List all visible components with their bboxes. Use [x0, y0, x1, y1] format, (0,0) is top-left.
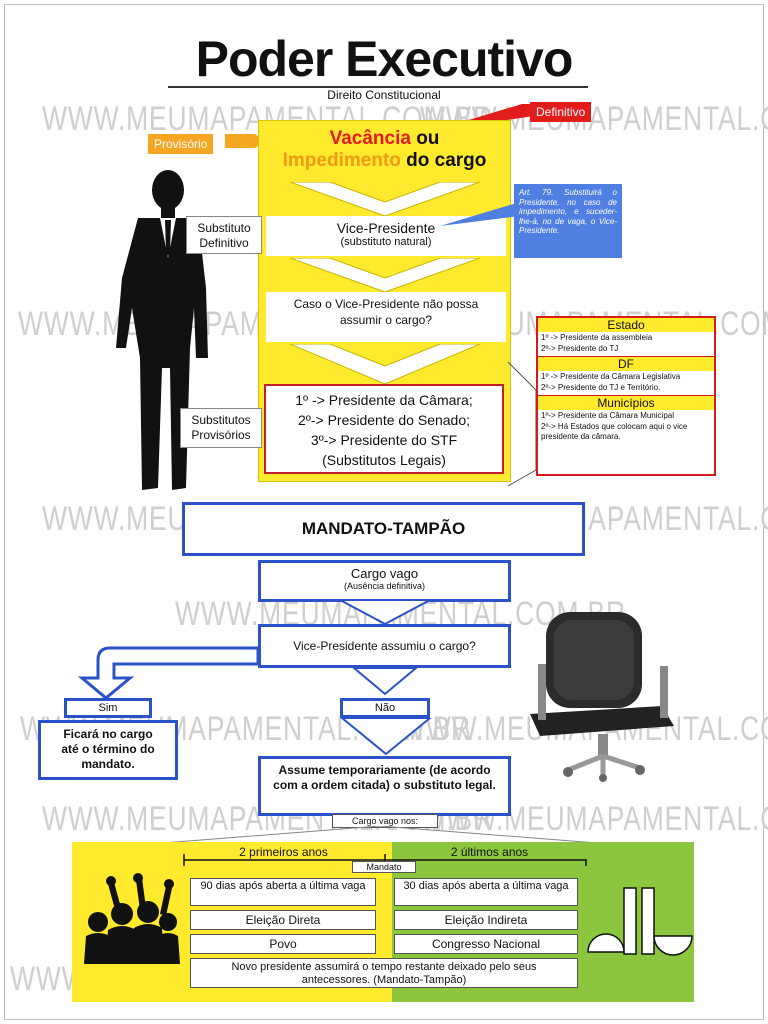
down-chevron-icon	[290, 258, 480, 292]
substitute-line-3: 3º-> Presidente do STF	[310, 432, 458, 448]
substitutos-provisorios-label: Substitutos Provisórios	[180, 408, 262, 448]
down-arrow-icon	[339, 600, 431, 626]
art79-note: Art. 79. Substituirá o Presidente, no ca…	[514, 184, 622, 258]
office-chair-icon	[530, 612, 674, 782]
protest-people-icon	[84, 873, 180, 964]
df-title: DF	[538, 356, 714, 371]
df-line-1: 1º -> Presidente da Câmara Legislativa	[541, 372, 681, 381]
substitute-line-4: (Substitutos Legais)	[322, 452, 446, 468]
eleicao-indireta-box: Eleição Indireta	[394, 910, 578, 930]
page-title: Poder Executivo	[195, 31, 574, 87]
down-chevron-icon	[290, 344, 480, 384]
primeiros-anos-header: 2 primeiros anos	[186, 845, 381, 859]
down-arrow-nao	[352, 668, 418, 696]
novo-presidente-box: Novo presidente assumirá o tempo restant…	[190, 958, 578, 988]
do-cargo-label: do cargo	[400, 150, 487, 171]
ou-label: ou	[410, 128, 440, 149]
cargo-vago-label: Cargo vago	[350, 566, 419, 581]
impedimento-label: Impedimento	[282, 150, 401, 171]
substitute-line-2: 2º-> Presidente do Senado;	[297, 412, 471, 428]
page-subtitle: Direito Constitucional	[327, 88, 441, 102]
vice-sub: (substituto natural)	[340, 236, 432, 248]
df-line-2: 2º-> Presidente do TJ e Território.	[541, 383, 661, 392]
mandato-label: Mandato	[352, 861, 416, 873]
congresso-box: Congresso Nacional	[394, 934, 578, 954]
split-lines	[149, 826, 611, 845]
municipios-line-2: 2º-> Há Estados que colocam aqui o vice …	[541, 422, 688, 441]
bracket-connector	[507, 361, 537, 487]
provisorio-arrow	[225, 134, 265, 148]
assume-box: Assume temporariamente (de acordo com a …	[258, 756, 511, 816]
congress-icon	[587, 887, 693, 956]
nao-label: Não	[340, 698, 430, 718]
provisorio-tag: Provisório	[148, 134, 214, 154]
note-pointer	[440, 202, 520, 226]
povo-box: Povo	[190, 934, 376, 954]
estado-line-1: 1º -> Presidente da assembleia	[541, 333, 653, 342]
vacancia-box: Vacância ou Impedimento do cargo	[260, 124, 509, 184]
substituto-definitivo-label: Substituto Definitivo	[186, 216, 262, 254]
right-prazo-box: 30 dias após aberta a última vaga	[394, 878, 578, 906]
vice-title: Vice-Presidente	[336, 220, 436, 236]
mandato-tampao-title: MANDATO-TAMPÃO	[182, 502, 585, 556]
municipios-line-1: 1º-> Presidente da Câmara Municipal	[541, 411, 674, 420]
question-assumiu-box: Vice-Presidente assumiu o cargo?	[258, 624, 511, 668]
substitute-line-1: 1º -> Presidente da Câmara;	[295, 392, 473, 408]
sim-label: Sim	[64, 698, 152, 718]
eleicao-direta-box: Eleição Direta	[190, 910, 376, 930]
page-frame	[4, 4, 764, 1020]
ultimos-anos-header: 2 últimos anos	[392, 845, 587, 859]
sim-result-box: Ficará no cargo até o término do mandato…	[38, 720, 178, 780]
down-chevron-icon	[290, 182, 480, 216]
states-panel: Estado 1º -> Presidente da assembleia 2º…	[536, 316, 716, 476]
question-vice-box: Caso o Vice-Presidente não possa assumir…	[266, 292, 506, 342]
definitivo-tag: Definitivo	[530, 102, 592, 122]
title-underline	[168, 86, 588, 88]
left-prazo-box: 90 dias após aberta a última vaga	[190, 878, 376, 906]
down-arrow-icon	[340, 718, 432, 756]
estado-title: Estado	[538, 318, 714, 332]
ausencia-label: (Ausência definitiva)	[343, 581, 426, 591]
estado-line-2: 2º-> Presidente do TJ	[541, 344, 619, 353]
substitutes-box: 1º -> Presidente da Câmara; 2º-> Preside…	[264, 384, 504, 474]
timeline-bar	[183, 854, 587, 866]
vacancia-label: Vacância	[329, 128, 411, 149]
cargo-vago-box: Cargo vago (Ausência definitiva)	[258, 560, 511, 602]
cargo-vago-nos-label: Cargo vago nos:	[332, 814, 438, 828]
curved-arrow-sim	[77, 646, 260, 700]
municipios-title: Municípios	[538, 395, 714, 410]
